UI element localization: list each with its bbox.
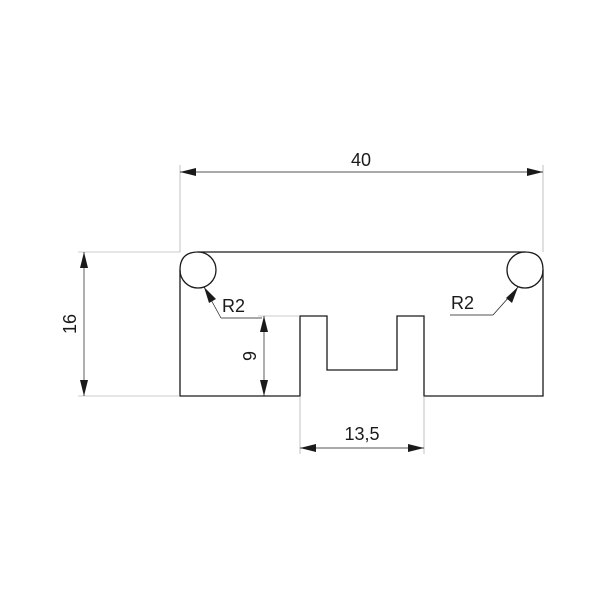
right-radius-callout: R2 xyxy=(450,286,519,316)
slot-depth-dimension: 9 xyxy=(240,315,300,396)
right-fillet-arc xyxy=(506,251,544,289)
left-radius-label: R2 xyxy=(222,296,245,316)
width-dimension-label: 40 xyxy=(351,150,371,170)
profile-outline xyxy=(179,251,544,397)
height-dimension: 16 xyxy=(60,251,180,397)
slot-depth-dimension-label: 9 xyxy=(240,351,260,361)
width-dimension: 40 xyxy=(179,150,544,252)
left-radius-callout: R2 xyxy=(203,286,262,319)
left-fillet-arc xyxy=(179,251,217,289)
slot-width-dimension-label: 13,5 xyxy=(344,424,379,444)
height-dimension-label: 16 xyxy=(60,314,80,334)
right-radius-label: R2 xyxy=(451,293,474,313)
slot-width-dimension: 13,5 xyxy=(299,396,425,454)
